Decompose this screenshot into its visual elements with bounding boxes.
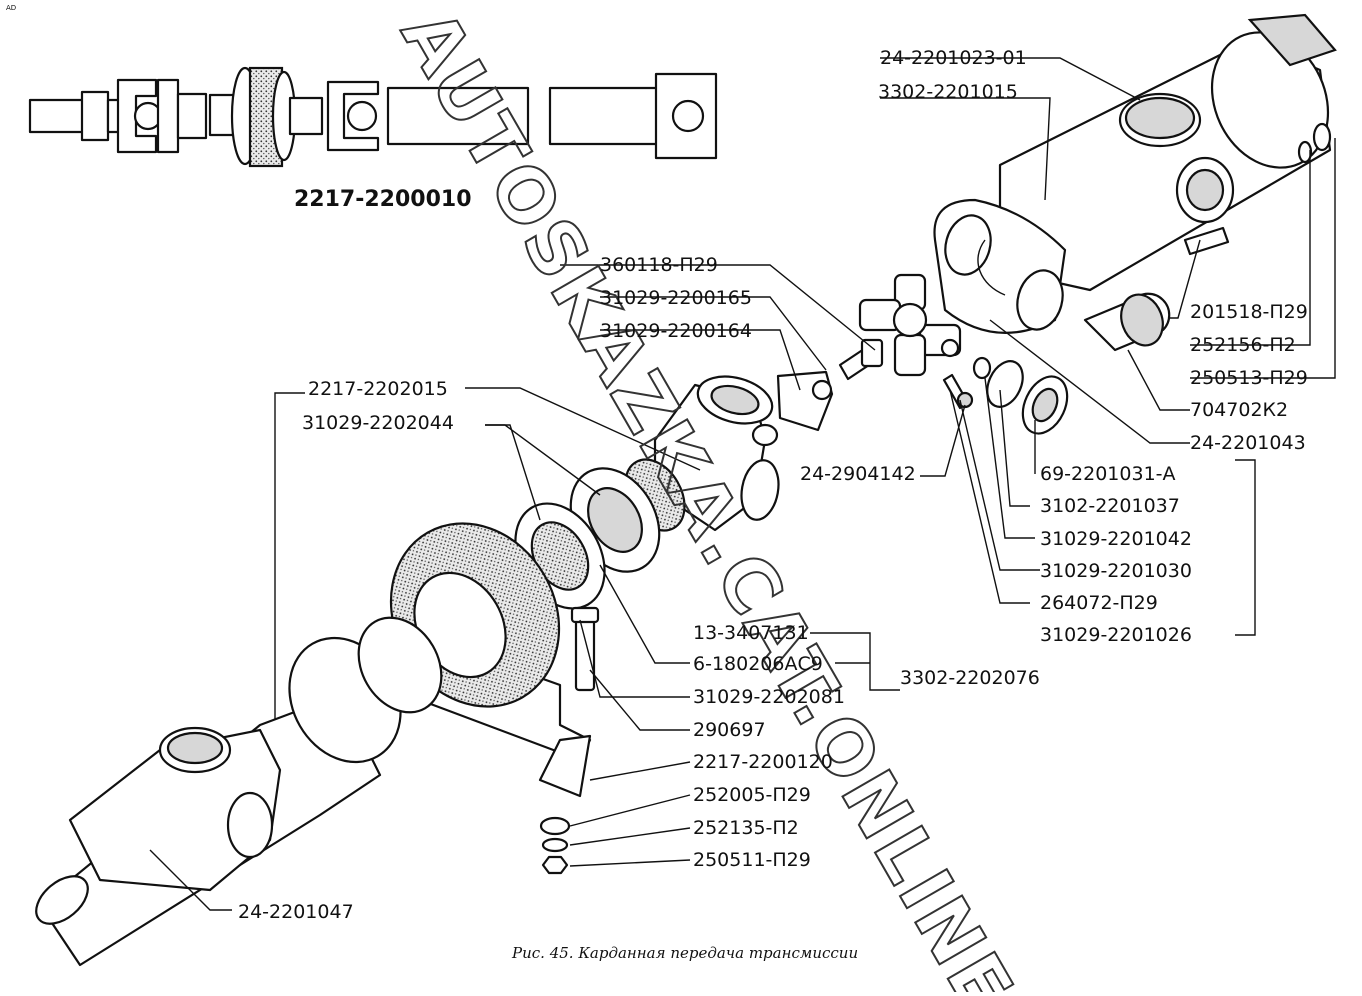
label-13-3407131: 13-3407131 [693,622,809,644]
label-31029-2201026: 31029-2201026 [1040,624,1192,646]
assembly-label: 2217-2200010 [294,187,472,212]
leader-lines [149,57,1336,911]
corner-mark: AD [6,4,16,12]
label-264072-p29: 264072-П29 [1040,592,1158,614]
label-31029-2200164: 31029-2200164 [600,320,752,342]
universal-joint-cross-drawing [776,273,1069,435]
label-250511-p29: 250511-П29 [693,849,811,871]
label-31029-2202081: 31029-2202081 [693,686,845,708]
label-31029-2200165: 31029-2200165 [600,287,752,309]
label-290697: 290697 [693,719,766,741]
label-2217-2202015: 2217-2202015 [308,378,448,400]
assembly-overview-drawing [28,66,718,168]
label-31029-2201030: 31029-2201030 [1040,560,1192,582]
label-24-2201023-01: 24-2201023-01 [880,47,1027,69]
label-31029-2202044: 31029-2202044 [302,412,454,434]
label-6-180206ac9: 6-180206АС9 [693,653,823,675]
front-shaft-drawing [35,616,443,967]
rear-shaft-drawing [933,13,1337,352]
label-3302-2201015: 3302-2201015 [878,81,1018,103]
label-252135-p2: 252135-П2 [693,817,799,839]
label-3102-2201037: 3102-2201037 [1040,495,1180,517]
label-704702k2: 704702К2 [1190,399,1288,421]
label-31029-2201042: 31029-2201042 [1040,528,1192,550]
figure-caption: Рис. 45. Карданная передача трансмиссии [511,944,858,962]
label-250513-p29: 250513-П29 [1190,367,1308,389]
label-24-2904142: 24-2904142 [800,463,916,485]
label-24-2201043: 24-2201043 [1190,432,1306,454]
label-360118-p29: 360118-П29 [600,254,718,276]
label-201518-p29: 201518-П29 [1190,301,1308,323]
label-252156-p2: 252156-П2 [1190,334,1296,356]
label-2217-2200120: 2217-2200120 [693,751,833,773]
label-24-2201047: 24-2201047 [238,901,354,923]
label-252005-p29: 252005-П29 [693,784,811,806]
part-labels: 24-2201023-01 3302-2201015 201518-П29 25… [238,47,1308,923]
label-69-2201031-a: 69-2201031-А [1040,463,1176,485]
label-3302-2202076: 3302-2202076 [900,667,1040,689]
